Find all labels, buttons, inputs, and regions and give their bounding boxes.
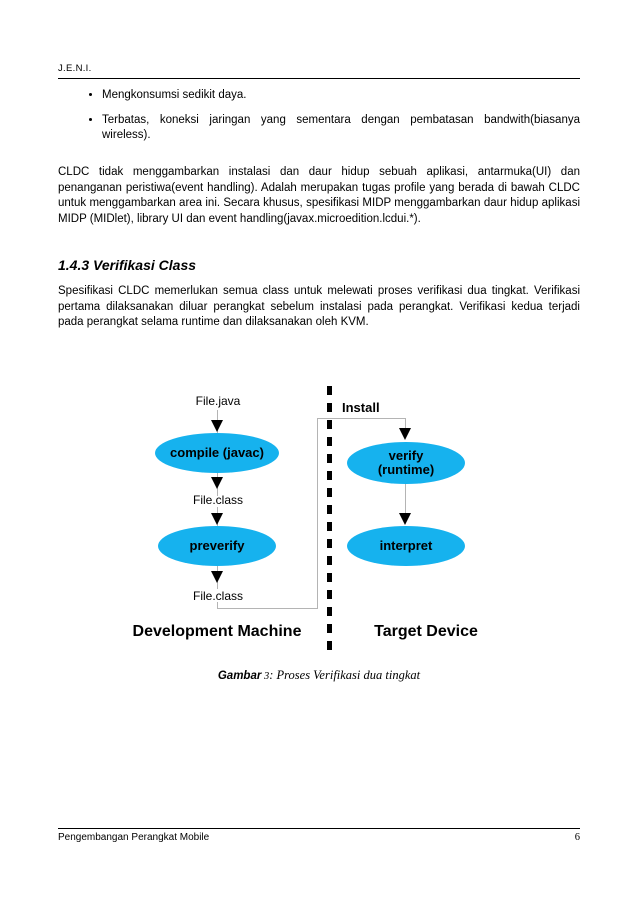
bullet-list: Mengkonsumsi sedikit daya. Terbatas, kon… [58, 88, 580, 153]
arrow-down-icon [399, 428, 411, 440]
verify-line1: verify [388, 448, 424, 463]
section-heading: 1.4.3 Verifikasi Class [58, 257, 197, 273]
footer-title: Pengembangan Perangkat Mobile [58, 832, 210, 843]
bullet-item: Mengkonsumsi sedikit daya. [102, 88, 580, 103]
figure-caption: Gambar 3: Proses Verifikasi dua tingkat [0, 666, 638, 684]
label-development-machine: Development Machine [132, 623, 302, 640]
node-verify-runtime: verify (runtime) [347, 442, 465, 484]
caption-text: : Proses Verifikasi dua tingkat [269, 668, 421, 682]
machine-device-divider [327, 386, 332, 656]
caption-prefix: Gambar [217, 670, 262, 682]
label-file-java: File.java [195, 394, 241, 408]
header-title: J.E.N.I. [58, 63, 92, 74]
label-file-class: File.class [192, 589, 243, 603]
paragraph-verifikasi: Spesifikasi CLDC memerlukan semua class … [58, 285, 580, 328]
label-target-device: Target Device [374, 623, 478, 640]
connector-line [405, 418, 406, 432]
node-interpret: interpret [347, 526, 465, 566]
arrow-down-icon [211, 477, 223, 489]
connector-line [217, 608, 318, 609]
label-file-class: File.class [192, 493, 243, 507]
caption-number: 3 [261, 671, 270, 682]
verify-line2: (runtime) [377, 462, 435, 477]
connector-line [405, 481, 406, 515]
page-header: J.E.N.I. [58, 58, 580, 79]
node-preverify: preverify [158, 526, 276, 566]
verification-flow-diagram: File.java compile (javac) File.class pre… [0, 385, 638, 665]
node-verify-text: verify (runtime) [378, 449, 434, 477]
node-compile-javac: compile (javac) [155, 433, 279, 473]
arrow-down-icon [399, 513, 411, 525]
connector-line [317, 418, 318, 609]
arrow-down-icon [211, 420, 223, 432]
label-install: Install [342, 400, 380, 415]
connector-line [317, 418, 406, 419]
page-number: 6 [574, 832, 580, 843]
bullet-item: Terbatas, koneksi jaringan yang sementar… [102, 113, 580, 143]
connector-line [217, 602, 218, 609]
paragraph-cldc: CLDC tidak menggambarkan instalasi dan d… [58, 166, 580, 225]
arrow-down-icon [211, 513, 223, 525]
arrow-down-icon [211, 571, 223, 583]
page-footer: Pengembangan Perangkat Mobile 6 [58, 828, 580, 843]
